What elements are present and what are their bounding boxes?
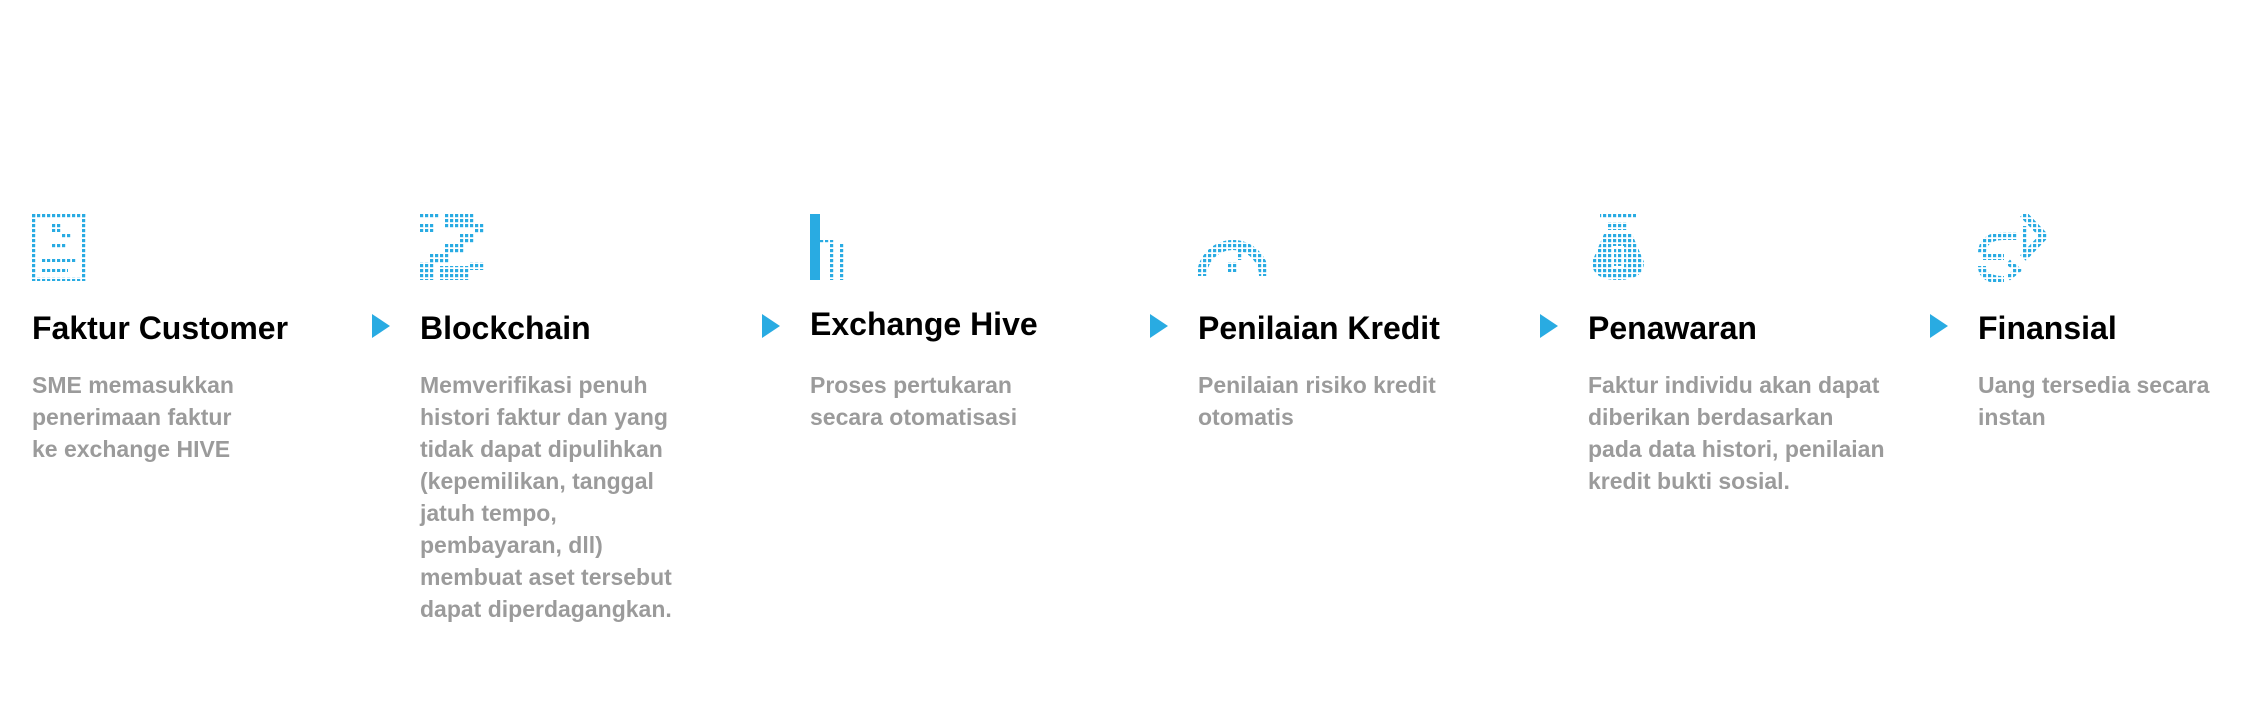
step-title: Faktur Customer — [32, 310, 289, 346]
document-icon — [32, 214, 102, 284]
arrow-icon — [1930, 314, 1948, 338]
currency-exchange-icon — [1978, 214, 2048, 284]
step-title: Blockchain — [420, 310, 591, 346]
step-description: Penilaian risiko kredit otomatis — [1198, 372, 1436, 430]
arrow-icon — [1540, 314, 1558, 338]
step-title: Penilaian Kredit — [1198, 310, 1440, 346]
step-description: Memverifikasi penuh histori faktur dan y… — [420, 372, 672, 622]
arrow-icon — [372, 314, 390, 338]
blockchain-icon — [420, 214, 490, 284]
step-title: Finansial — [1978, 310, 2117, 346]
step-description: SME memasukkan penerimaan faktur ke exch… — [32, 372, 234, 462]
step-description: Uang tersedia secara instan — [1978, 372, 2210, 430]
step-title: Exchange Hive — [810, 306, 1038, 342]
money-bag-icon — [1588, 214, 1658, 284]
arrow-icon — [762, 314, 780, 338]
step-description: Proses pertukaran secara otomatisasi — [810, 372, 1018, 430]
arrow-icon — [1150, 314, 1168, 338]
step-title: Penawaran — [1588, 310, 1757, 346]
step-description: Faktur individu akan dapat diberikan ber… — [1588, 372, 1885, 494]
hive-logo-icon — [810, 214, 880, 284]
gauge-icon — [1198, 214, 1268, 284]
